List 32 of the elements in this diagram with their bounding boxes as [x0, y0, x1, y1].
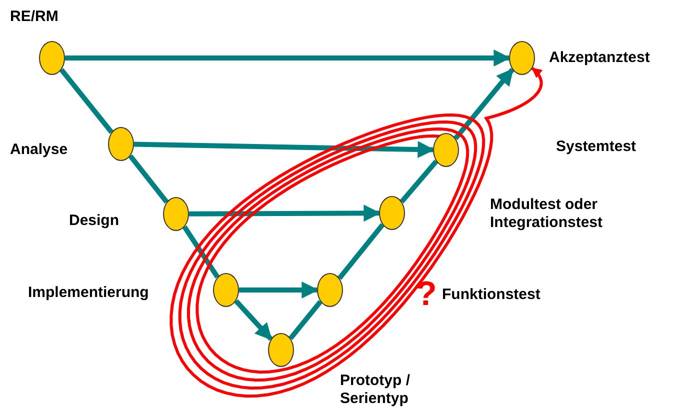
arrow — [239, 282, 319, 298]
arrow — [188, 204, 381, 222]
stage-label: Funktionstest — [442, 286, 542, 304]
milestone-circle — [379, 196, 405, 230]
stage-label: Systemtest — [556, 138, 638, 156]
stage-label: Analyse — [10, 141, 69, 159]
milestone-circle — [163, 197, 189, 231]
milestone-circle — [433, 133, 459, 167]
connector-line — [288, 300, 322, 340]
milestone-circle — [509, 41, 535, 75]
connector-line — [182, 226, 220, 278]
spiral-arrow — [170, 68, 542, 398]
stage-label: Implementierung — [28, 284, 150, 302]
connector-line — [400, 160, 438, 204]
connector-line — [337, 223, 385, 280]
arrow — [234, 299, 273, 341]
stage-label: RE/RM — [10, 8, 60, 26]
arrow — [134, 141, 435, 158]
milestone-circle — [213, 273, 239, 307]
arrow — [454, 68, 514, 140]
stage-label: Design — [69, 212, 120, 230]
connector-line — [128, 154, 169, 204]
stage-label: Akzeptanztest — [549, 49, 651, 67]
question-mark: ? — [416, 276, 437, 312]
milestone-circle — [108, 127, 134, 161]
stage-label: Modultest oder Integrationstest — [490, 196, 604, 232]
stage-label: Prototyp / Serientyp — [340, 372, 411, 408]
milestone-circle — [268, 333, 294, 367]
connector-line — [59, 68, 114, 134]
milestone-circle — [317, 273, 343, 307]
milestone-circle — [39, 41, 65, 75]
arrow — [65, 50, 511, 66]
